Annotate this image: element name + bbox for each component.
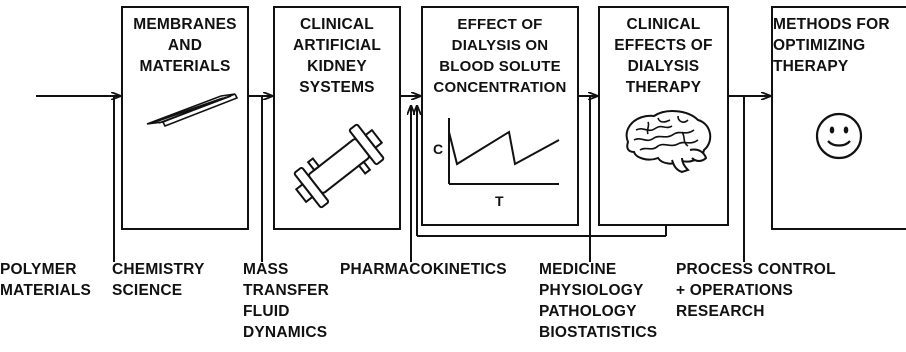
mass-transfer-label: MASS TRANSFER FLUID DYNAMICS <box>243 261 329 341</box>
kidney-systems-title: CLINICAL ARTIFICIAL KIDNEY SYSTEMS <box>292 16 382 96</box>
chemistry-science-label: CHEMISTRY SCIENCE <box>112 261 205 299</box>
membranes-materials-box: MEMBRANES AND MATERIALS <box>121 6 249 230</box>
membrane-sheet-icon <box>146 93 239 128</box>
graph-y-label: C <box>433 141 443 157</box>
clinical-effects-box: CLINICAL EFFECTS OF DIALYSIS THERAPY <box>598 6 729 226</box>
membranes-materials-title: MEMBRANES AND MATERIALS <box>133 16 237 75</box>
medicine-label: MEDICINE PHYSIOLOGY PATHOLOGY BIOSTATIST… <box>539 261 658 341</box>
pharmacokinetics-label: PHARMACOKINETICS <box>340 261 507 278</box>
optimizing-methods-box: METHODS FOR OPTIMIZING THERAPY <box>771 6 906 230</box>
kidney-systems-box: CLINICAL ARTIFICIAL KIDNEY SYSTEMS <box>273 6 401 230</box>
polymer-materials-label: POLYMER MATERIALS <box>0 261 92 299</box>
concentration-curve <box>448 130 560 166</box>
smiley-face-icon <box>815 112 863 160</box>
brain-icon <box>625 110 712 174</box>
process-control-label: PROCESS CONTROL + OPERATIONS RESEARCH <box>676 261 836 320</box>
solute-effect-title: EFFECT OF DIALYSIS ON BLOOD SOLUTE CONCE… <box>433 16 567 96</box>
optimizing-methods-title: METHODS FOR OPTIMIZING THERAPY <box>773 16 890 75</box>
dialyzer-cartridge-icon <box>293 123 385 209</box>
solute-effect-box: EFFECT OF DIALYSIS ON BLOOD SOLUTE CONCE… <box>421 6 579 226</box>
clinical-effects-title: CLINICAL EFFECTS OF DIALYSIS THERAPY <box>614 16 713 96</box>
concentration-time-graph: C T <box>433 118 560 209</box>
graph-x-label: T <box>495 193 504 209</box>
